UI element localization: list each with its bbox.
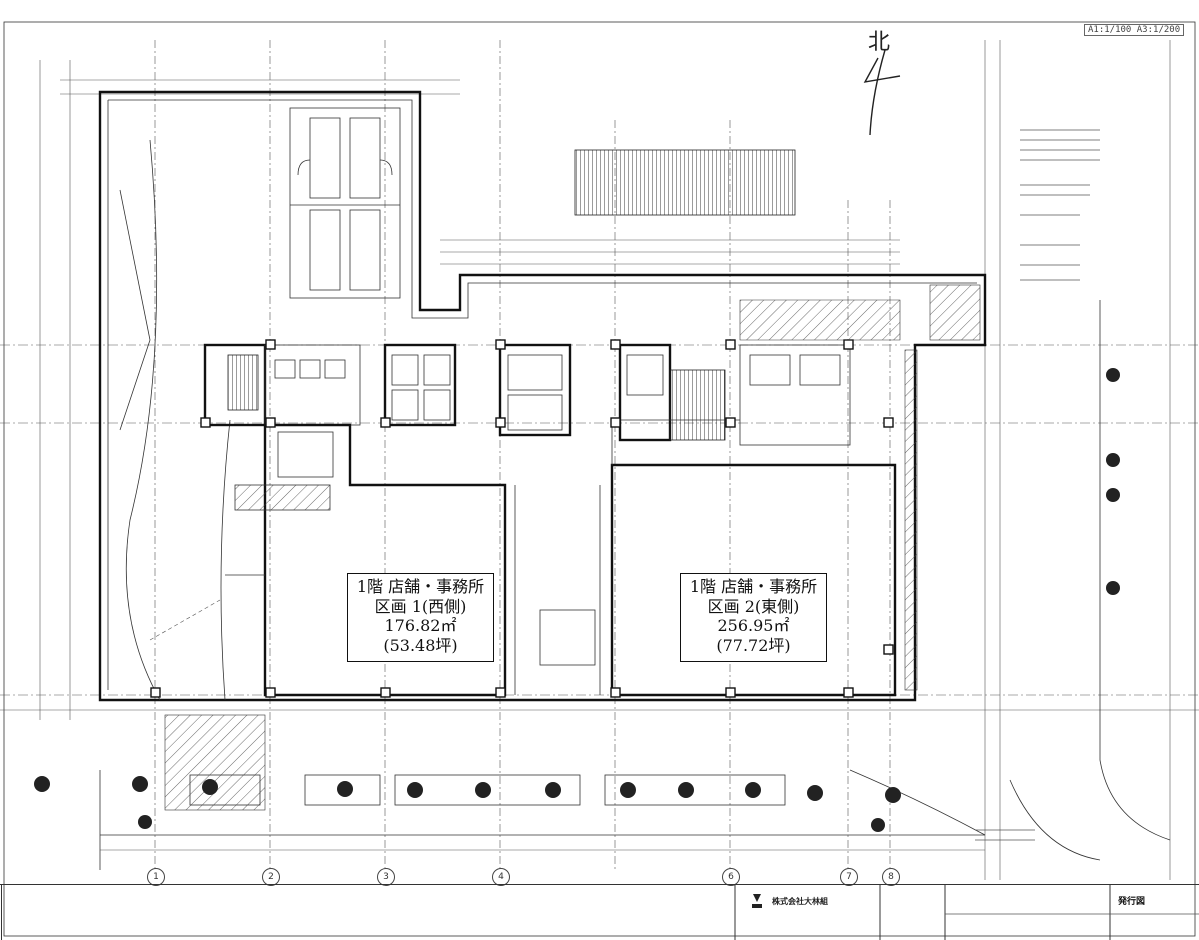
horizontal-grid-lines: [0, 344, 1199, 711]
grid-bubble-1: 1: [147, 868, 165, 886]
unit-east-floor-use: 1階 店舗・事務所: [689, 577, 818, 596]
scale-note: A1:1/100 A3:1/200: [1084, 24, 1185, 36]
unit-east-section: 区画 2(東側): [707, 596, 800, 616]
building-outline: [98, 90, 987, 702]
driveway-curves: [119, 139, 231, 701]
unit-east-label: 1階 店舗・事務所 区画 2(東側) 256.95㎡ (77.72坪): [680, 573, 827, 662]
parking-equipment: [289, 107, 401, 299]
core-rooms: [203, 149, 851, 446]
grid-bubble-7: 7: [840, 868, 858, 886]
north-label: 北: [868, 30, 891, 55]
grid-bubble-4: 4: [492, 868, 510, 886]
south-landscape: [34, 368, 1120, 870]
unit-east-area-tsubo: (77.72坪): [716, 635, 791, 655]
column-markers: [150, 339, 894, 698]
unit-west-area-m2: 176.82㎡: [384, 616, 457, 636]
unit-west-floor-use: 1階 店舗・事務所: [356, 577, 485, 596]
north-arrow: [863, 49, 901, 136]
grid-bubble-2: 2: [262, 868, 280, 886]
vertical-grid-lines: [39, 40, 1171, 880]
unit-east-area-m2: 256.95㎡: [717, 616, 790, 636]
unit-west-area-tsubo: (53.48坪): [383, 635, 458, 655]
annotation-marks: [975, 129, 1100, 841]
unit-west-outline: [225, 423, 507, 697]
grid-bubble-6: 6: [722, 868, 740, 886]
central-corridor: [514, 485, 601, 695]
title-block: 株式会社大林組 発行図: [0, 884, 1199, 940]
unit-west-label: 1階 店舗・事務所 区画 1(西側) 176.82㎡ (53.48坪): [347, 573, 494, 662]
east-strip: [739, 284, 1171, 861]
unit-west-section: 区画 1(西側): [374, 596, 467, 616]
sheet-frame: [3, 21, 1196, 937]
grid-bubble-8: 8: [882, 868, 900, 886]
company-name: 株式会社大林組: [772, 897, 828, 906]
issue-label: 発行図: [1118, 897, 1146, 907]
dimension-lines-top: [60, 79, 900, 265]
grid-bubble-3: 3: [377, 868, 395, 886]
title-block-frame: [0, 884, 1199, 940]
